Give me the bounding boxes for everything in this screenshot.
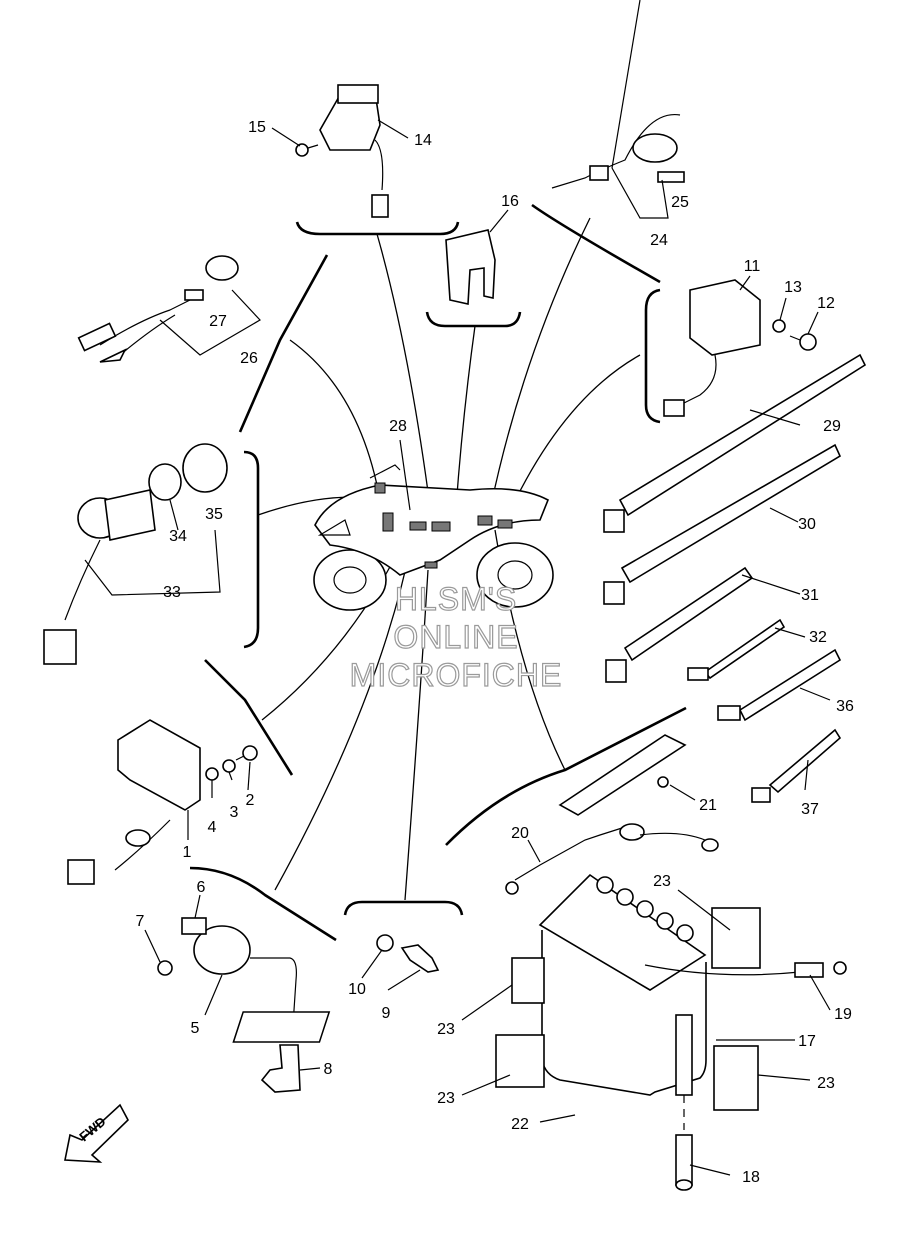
part-7-screw — [157, 960, 173, 976]
part-37-clamp — [751, 728, 842, 803]
part-35-boot — [182, 443, 228, 493]
callout-labels: 1 2 3 4 5 6 7 8 9 10 11 12 13 14 15 16 1… — [136, 119, 854, 1186]
atv-illustration — [313, 464, 554, 611]
watermark-line-3: MICROFICHE — [350, 657, 563, 693]
part-8-plug-cap — [260, 1044, 301, 1093]
callout-23-b: 23 — [437, 1090, 455, 1107]
callout-21: 21 — [699, 797, 717, 814]
callout-17: 17 — [798, 1033, 816, 1050]
callout-10: 10 — [348, 981, 366, 998]
callout-36: 36 — [836, 698, 854, 715]
part-32-tie — [687, 618, 786, 681]
part-9-switch — [400, 944, 440, 973]
callout-37: 37 — [801, 801, 819, 818]
callout-18: 18 — [742, 1169, 760, 1186]
part-23-pads — [495, 907, 761, 1111]
callout-29: 29 — [823, 418, 841, 435]
part-34-nut — [148, 463, 182, 501]
callout-2: 2 — [246, 792, 255, 809]
part-25-fuse — [657, 171, 685, 183]
part-5-ignition-coil — [193, 925, 297, 1041]
callout-16: 16 — [501, 193, 519, 210]
part-16-cover — [445, 229, 496, 305]
part-33-main-switch — [43, 489, 156, 665]
part-22-pad — [232, 1011, 331, 1043]
callout-3: 3 — [230, 804, 239, 821]
watermark-line-1: HLSM'S — [395, 581, 517, 617]
callout-1: 1 — [183, 844, 192, 861]
part-24-fuse-holder — [551, 113, 681, 189]
part-30-band — [603, 443, 842, 605]
part-15-bolt — [295, 143, 319, 157]
part-21-strap — [558, 734, 687, 816]
part-13-washer — [772, 319, 786, 333]
callout-27: 27 — [209, 313, 227, 330]
callout-31: 31 — [801, 587, 819, 604]
part-12-bolt — [789, 333, 817, 351]
part-20-lead — [505, 823, 719, 895]
watermark: HLSM'S ONLINE MICROFICHE — [349, 580, 563, 693]
callout-22: 22 — [511, 1116, 529, 1133]
callout-24: 24 — [650, 232, 668, 249]
callout-14: 14 — [414, 132, 432, 149]
fwd-arrow-icon: FWD — [64, 1103, 129, 1163]
part-6-screw — [181, 917, 207, 935]
callout-4: 4 — [208, 819, 217, 836]
callout-33: 33 — [163, 584, 181, 601]
callout-35: 35 — [205, 506, 223, 523]
part-3-lock-washer — [222, 759, 236, 773]
callout-12: 12 — [817, 295, 835, 312]
callout-19: 19 — [834, 1006, 852, 1023]
callout-32: 32 — [809, 629, 827, 646]
part-26-sub-harness — [77, 255, 239, 363]
part-27-cap — [184, 289, 204, 301]
callout-8: 8 — [324, 1061, 333, 1078]
callout-20: 20 — [511, 825, 529, 842]
watermark-line-2: ONLINE — [393, 619, 518, 655]
callout-23-a: 23 — [437, 1021, 455, 1038]
part-14-starter-relay — [319, 84, 389, 218]
part-4-washer — [205, 767, 219, 781]
callout-9: 9 — [382, 1005, 391, 1022]
callout-23-d: 23 — [817, 1075, 835, 1092]
callout-34: 34 — [169, 528, 187, 545]
group-brackets — [189, 203, 687, 942]
callout-26: 26 — [240, 350, 258, 367]
callout-28: 28 — [389, 418, 407, 435]
callout-7: 7 — [136, 913, 145, 930]
part-11-rectifier — [663, 279, 761, 417]
callout-5: 5 — [191, 1020, 200, 1037]
part-17-battery — [538, 873, 707, 1096]
part-29-band — [603, 353, 867, 533]
part-2-screw — [235, 745, 258, 761]
callout-30: 30 — [798, 516, 816, 533]
callout-leaders — [84, 0, 831, 1176]
callout-13: 13 — [784, 279, 802, 296]
part-1-cdi-unit — [67, 719, 201, 885]
callout-11: 11 — [744, 258, 761, 275]
part-19-lead — [644, 961, 847, 978]
callout-23-c: 23 — [653, 873, 671, 890]
callout-6: 6 — [197, 879, 206, 896]
part-10-washer — [376, 934, 394, 952]
part-36-tie — [717, 648, 842, 722]
part-18-breather-hose — [675, 1014, 693, 1191]
callout-25: 25 — [671, 194, 689, 211]
callout-15: 15 — [248, 119, 266, 136]
